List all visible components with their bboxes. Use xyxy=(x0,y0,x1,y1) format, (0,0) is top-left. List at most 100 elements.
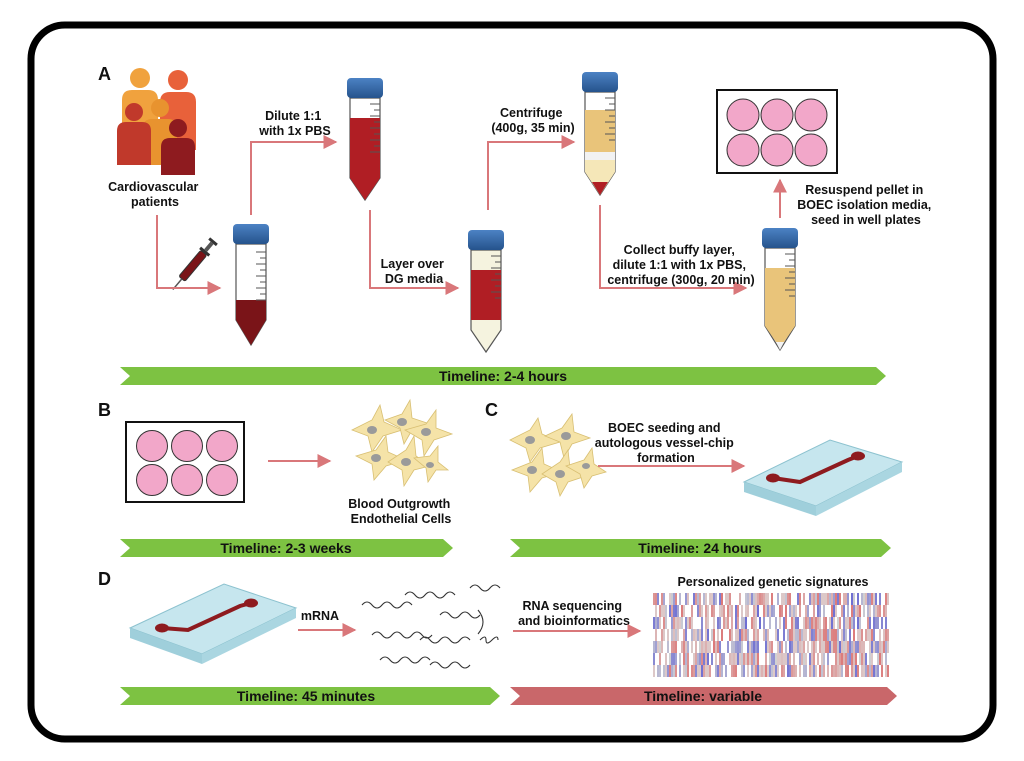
heatmap-cell xyxy=(687,593,689,605)
heatmap-cell xyxy=(751,641,753,653)
heatmap-cell xyxy=(839,593,841,605)
arrow-centrifuge xyxy=(487,135,576,210)
heatmap-cell xyxy=(657,665,659,677)
heatmap-cell xyxy=(769,653,771,665)
tube-diluted-blood xyxy=(347,78,383,202)
heatmap-cell xyxy=(779,641,781,653)
heatmap-cell xyxy=(793,617,795,629)
heatmap-cell xyxy=(685,629,687,641)
heatmap-cell xyxy=(777,665,779,677)
heatmap-cell xyxy=(733,653,735,665)
heatmap-cell xyxy=(699,653,701,665)
heatmap-cell xyxy=(823,629,825,641)
heatmap-cell xyxy=(857,617,859,629)
heatmap-cell xyxy=(811,617,813,629)
heatmap-cell xyxy=(683,605,685,617)
heatmap-cell xyxy=(679,665,681,677)
heatmap-cell xyxy=(721,593,723,605)
heatmap-cell xyxy=(809,617,811,629)
heatmap-cell xyxy=(851,617,853,629)
heatmap-cell xyxy=(831,593,833,605)
heatmap-cell xyxy=(869,665,871,677)
heatmap-cell xyxy=(833,629,835,641)
heatmap-cell xyxy=(751,665,753,677)
syringe-icon xyxy=(172,237,218,291)
heatmap-cell xyxy=(711,593,713,605)
heatmap-cell xyxy=(779,605,781,617)
heatmap-cell xyxy=(831,629,833,641)
heatmap-cell xyxy=(741,617,743,629)
heatmap-cell xyxy=(863,593,865,605)
panel-label-a: A xyxy=(98,64,111,84)
heatmap-cell xyxy=(781,593,783,605)
heatmap-cell xyxy=(689,617,691,629)
heatmap-cell xyxy=(769,605,771,617)
heatmap-cell xyxy=(669,593,671,605)
heatmap-cell xyxy=(759,593,761,605)
heatmap-cell xyxy=(815,641,817,653)
heatmap-cell xyxy=(773,665,775,677)
heatmap-cell xyxy=(749,653,751,665)
heatmap-cell xyxy=(799,593,801,605)
heatmap-cell xyxy=(825,617,827,629)
heatmap-cell xyxy=(827,641,829,653)
heatmap-cell xyxy=(831,605,833,617)
heatmap-cell xyxy=(827,629,829,641)
heatmap-cell xyxy=(737,653,739,665)
heatmap-cell xyxy=(741,665,743,677)
heatmap-cell xyxy=(671,653,673,665)
heatmap-cell xyxy=(699,629,701,641)
heatmap-cell xyxy=(681,641,683,653)
heatmap-cell xyxy=(845,641,847,653)
heatmap-cell xyxy=(871,593,873,605)
svg-text:Timeline: 24 hours: Timeline: 24 hours xyxy=(638,540,762,556)
heatmap-cell xyxy=(785,653,787,665)
resuspend-label: Resuspend pellet in BOEC isolation media… xyxy=(797,183,935,227)
heatmap-cell xyxy=(847,665,849,677)
heatmap-cell xyxy=(783,617,785,629)
heatmap-cell xyxy=(663,629,665,641)
heatmap-cell xyxy=(789,653,791,665)
heatmap-cell xyxy=(681,605,683,617)
heatmap-cell xyxy=(719,653,721,665)
heatmap-cell xyxy=(803,641,805,653)
endothelial-cells-c-icon xyxy=(509,412,607,498)
heatmap-cell xyxy=(799,665,801,677)
heatmap-cell xyxy=(881,617,883,629)
heatmap-cell xyxy=(653,665,655,677)
heatmap-cell xyxy=(705,629,707,641)
heatmap-cell xyxy=(709,641,711,653)
heatmap-cell xyxy=(859,629,861,641)
heatmap-cell xyxy=(729,653,731,665)
heatmap-cell xyxy=(815,629,817,641)
heatmap-cell xyxy=(749,641,751,653)
heatmap-cell xyxy=(685,593,687,605)
heatmap-cell xyxy=(853,593,855,605)
heatmap-cell xyxy=(853,653,855,665)
heatmap-cell xyxy=(847,617,849,629)
heatmap-cell xyxy=(867,593,869,605)
heatmap-cell xyxy=(765,629,767,641)
heatmap-cell xyxy=(675,605,677,617)
heatmap-cell xyxy=(691,629,693,641)
heatmap-cell xyxy=(713,617,715,629)
heatmap-cell xyxy=(801,629,803,641)
heatmap-cell xyxy=(851,641,853,653)
heatmap-cell xyxy=(753,653,755,665)
heatmap-cell xyxy=(851,653,853,665)
heatmap-cell xyxy=(863,665,865,677)
heatmap-cell xyxy=(805,665,807,677)
heatmap-cell xyxy=(655,641,657,653)
heatmap-cell xyxy=(845,665,847,677)
heatmap-cell xyxy=(837,653,839,665)
heatmap-cell xyxy=(791,665,793,677)
heatmap-cell xyxy=(809,653,811,665)
heatmap-cell xyxy=(819,665,821,677)
heatmap-cell xyxy=(713,593,715,605)
heatmap-cell xyxy=(817,617,819,629)
timeline-bar-b: Timeline: 2-3 weeks xyxy=(120,539,453,557)
heatmap-cell xyxy=(765,665,767,677)
heatmap-cell xyxy=(863,653,865,665)
heatmap-cell xyxy=(793,665,795,677)
heatmap-cell xyxy=(829,617,831,629)
